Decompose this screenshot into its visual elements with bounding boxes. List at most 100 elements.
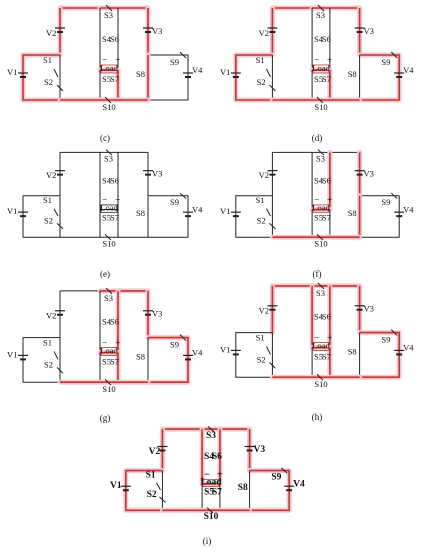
glow-left-loop	[123, 468, 165, 513]
label-load: Load	[200, 478, 222, 488]
switch-s9	[280, 467, 288, 474]
label-s3: S3	[104, 154, 113, 164]
label-s7: S7	[110, 74, 119, 84]
switch-s3	[317, 4, 325, 12]
label-v4: V4	[403, 204, 414, 214]
battery-v3-icon	[143, 27, 153, 33]
battery-v1-icon	[230, 211, 241, 218]
load-element	[202, 478, 220, 487]
label-minus: −	[102, 196, 107, 206]
switch-s1	[156, 482, 161, 491]
battery-v1-icon	[230, 72, 241, 78]
label-s8: S8	[136, 208, 145, 218]
wire-right-loop	[249, 469, 290, 512]
label-s4: S4	[102, 317, 112, 327]
switch-s2	[269, 361, 276, 369]
label-s3: S3	[316, 10, 325, 20]
label-s2: S2	[257, 77, 266, 87]
label-s4: S4	[314, 34, 324, 44]
switch-s3	[317, 282, 325, 290]
switch-s10	[316, 373, 324, 381]
battery-v1-icon	[18, 211, 28, 218]
label-s7: S7	[322, 213, 331, 223]
label-v1: V1	[7, 67, 17, 77]
wire-right-loop	[359, 195, 400, 238]
label-load: Load	[100, 345, 118, 355]
panel-caption: (f)	[313, 269, 322, 279]
label-s8: S8	[348, 346, 357, 356]
label-load: Load	[100, 63, 118, 73]
label-s10: S10	[314, 379, 327, 389]
switch-s10	[104, 378, 112, 386]
glow-right-loop	[145, 335, 191, 385]
panel-caption: (g)	[100, 413, 111, 423]
battery-v1-icon	[230, 349, 241, 356]
label-s6: S6	[322, 176, 331, 186]
label-s10: S10	[314, 238, 327, 248]
label-s8: S8	[348, 208, 357, 218]
label-plus: +	[115, 196, 120, 206]
battery-v4-icon	[394, 349, 405, 356]
load-element	[100, 347, 118, 356]
switch-s2	[56, 366, 64, 374]
switch-s1	[53, 68, 59, 78]
label-s8: S8	[136, 69, 145, 79]
label-s5: S5	[314, 74, 323, 84]
label-s6: S6	[212, 452, 222, 462]
battery-v4-icon	[183, 354, 193, 361]
label-s6: S6	[322, 312, 331, 322]
switch-s10	[206, 507, 214, 514]
wire-right-loop	[359, 331, 400, 378]
switch-s9	[390, 192, 398, 199]
label-v3: V3	[152, 26, 162, 36]
panel-caption: (i)	[203, 536, 212, 546]
label-plus: +	[327, 56, 332, 66]
battery-v3-icon	[244, 445, 255, 452]
label-s6: S6	[110, 176, 119, 186]
panel-caption: (c)	[100, 133, 110, 143]
label-s10: S10	[102, 102, 115, 112]
panel-caption: (e)	[100, 269, 110, 279]
label-s2: S2	[44, 77, 53, 87]
label-s2: S2	[257, 215, 266, 225]
label-s2: S2	[147, 490, 157, 500]
switch-s1	[266, 68, 271, 78]
wire-right-loop	[148, 54, 189, 101]
battery-v4-icon	[183, 211, 193, 218]
switch-s10	[104, 96, 112, 104]
label-v2: V2	[259, 170, 269, 180]
label-plus: +	[327, 196, 332, 206]
wire-left-loop	[235, 195, 273, 238]
wire-left-loop	[22, 54, 60, 101]
label-s4: S4	[102, 176, 112, 186]
label-s6: S6	[110, 34, 119, 44]
label-s10: S10	[314, 102, 327, 112]
label-s9: S9	[271, 472, 281, 482]
label-v4: V4	[192, 65, 203, 75]
label-v1: V1	[110, 481, 122, 491]
battery-v1-icon	[18, 72, 28, 78]
label-s9: S9	[170, 340, 179, 350]
label-s10: S10	[102, 238, 115, 248]
switch-s9	[390, 51, 398, 59]
label-s8: S8	[348, 69, 357, 79]
label-v1: V1	[7, 206, 17, 216]
label-s1: S1	[146, 471, 156, 481]
battery-v2-icon	[55, 170, 65, 176]
battery-v2-icon	[55, 27, 65, 33]
load-element	[312, 64, 330, 74]
switch-s1	[53, 208, 59, 217]
label-s3: S3	[104, 293, 113, 303]
wire-left-loop	[235, 332, 273, 378]
label-s1: S1	[256, 333, 265, 343]
switch-s1	[266, 346, 271, 355]
label-v4: V4	[403, 65, 414, 75]
wire-left-loop	[22, 195, 60, 238]
glow-right-loop	[357, 330, 402, 380]
label-minus: −	[102, 56, 107, 66]
